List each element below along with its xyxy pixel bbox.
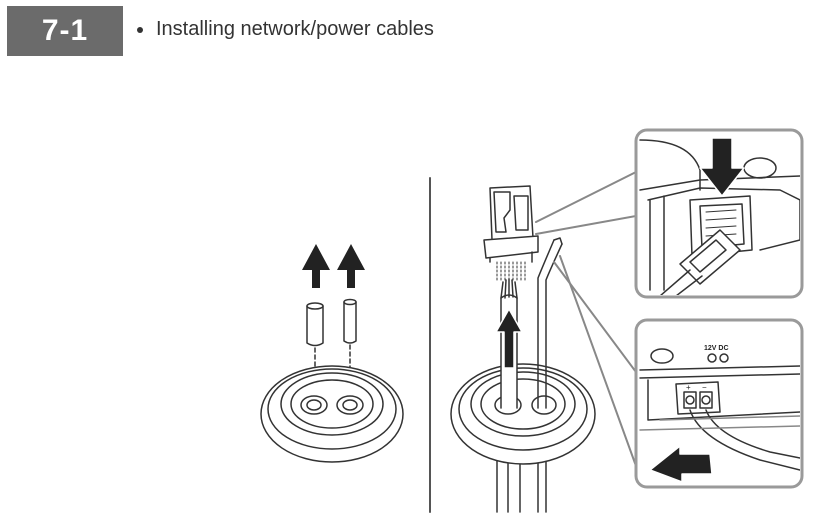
- voltage-label: 12V DC: [704, 345, 729, 352]
- step-number: 7-1: [41, 14, 89, 47]
- up-arrow-icon: [495, 308, 523, 369]
- rubber-grommet: [260, 365, 404, 463]
- callout-lines: [535, 171, 637, 467]
- bullet-icon: [137, 26, 143, 33]
- grommet-plugs-removed: [260, 244, 404, 463]
- section-heading: Installing network/power cables: [137, 18, 434, 41]
- up-arrow-icon: [649, 445, 713, 483]
- step-number-badge: 7-1: [7, 6, 123, 56]
- grommet-plug-icon: [306, 298, 357, 347]
- rj45-connector-icon: [483, 185, 539, 263]
- rubber-grommet: [450, 363, 596, 465]
- down-arrow-icon: [699, 137, 745, 197]
- terminal-plus-label: +: [686, 383, 691, 392]
- terminal-minus-label: −: [702, 383, 707, 392]
- terminal-block-icon: [675, 381, 721, 415]
- heading-text: Installing network/power cables: [156, 18, 434, 40]
- power-cable: [537, 237, 563, 409]
- inset-network-port: [634, 128, 804, 299]
- grommet-with-cables: [450, 185, 596, 513]
- up-arrow-icon: [302, 244, 365, 288]
- inset-power-terminal: 12V DC + −: [634, 318, 804, 489]
